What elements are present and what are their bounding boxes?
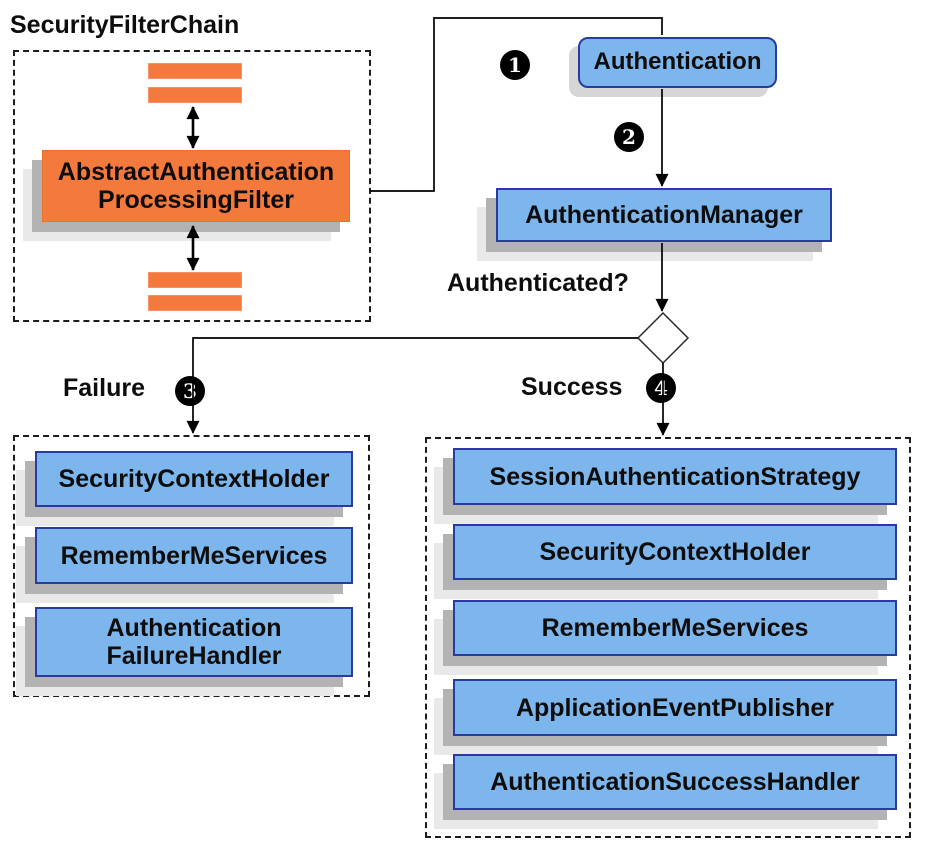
success-item-remember-me-services: RememberMeServices	[453, 600, 897, 656]
success-item-authentication-success-handler: AuthenticationSuccessHandler	[453, 754, 897, 810]
security-filter-chain-title: SecurityFilterChain	[10, 11, 240, 39]
failure-group-box	[13, 435, 370, 697]
authentication-manager-box: AuthenticationManager	[496, 188, 832, 242]
step-1-badge: 1	[500, 50, 530, 80]
failure-label: Failure	[63, 374, 145, 402]
step-2-badge: 2	[614, 122, 644, 152]
authenticated-question-label: Authenticated?	[447, 269, 629, 297]
filter-placeholder-bar	[148, 87, 242, 103]
step-3-badge: 3	[175, 376, 205, 406]
filter-placeholder-bar	[148, 272, 242, 288]
failure-item-authentication-failure-handler: Authentication FailureHandler	[35, 607, 353, 677]
decision-diamond	[636, 311, 690, 365]
success-group-box	[425, 437, 911, 838]
filter-placeholder-bar	[148, 63, 242, 79]
abstract-authentication-processing-filter-box: AbstractAuthentication ProcessingFilter	[42, 150, 350, 222]
step-4-badge: 4	[646, 373, 676, 403]
filter-placeholder-bar	[148, 295, 242, 311]
success-item-application-event-publisher: ApplicationEventPublisher	[453, 679, 897, 736]
authentication-box: Authentication	[578, 37, 777, 88]
failure-item-security-context-holder: SecurityContextHolder	[35, 451, 353, 507]
success-item-security-context-holder: SecurityContextHolder	[453, 524, 897, 580]
failure-item-remember-me-services: RememberMeServices	[35, 527, 353, 584]
success-label: Success	[521, 373, 623, 401]
success-item-session-authentication-strategy: SessionAuthenticationStrategy	[453, 448, 897, 505]
